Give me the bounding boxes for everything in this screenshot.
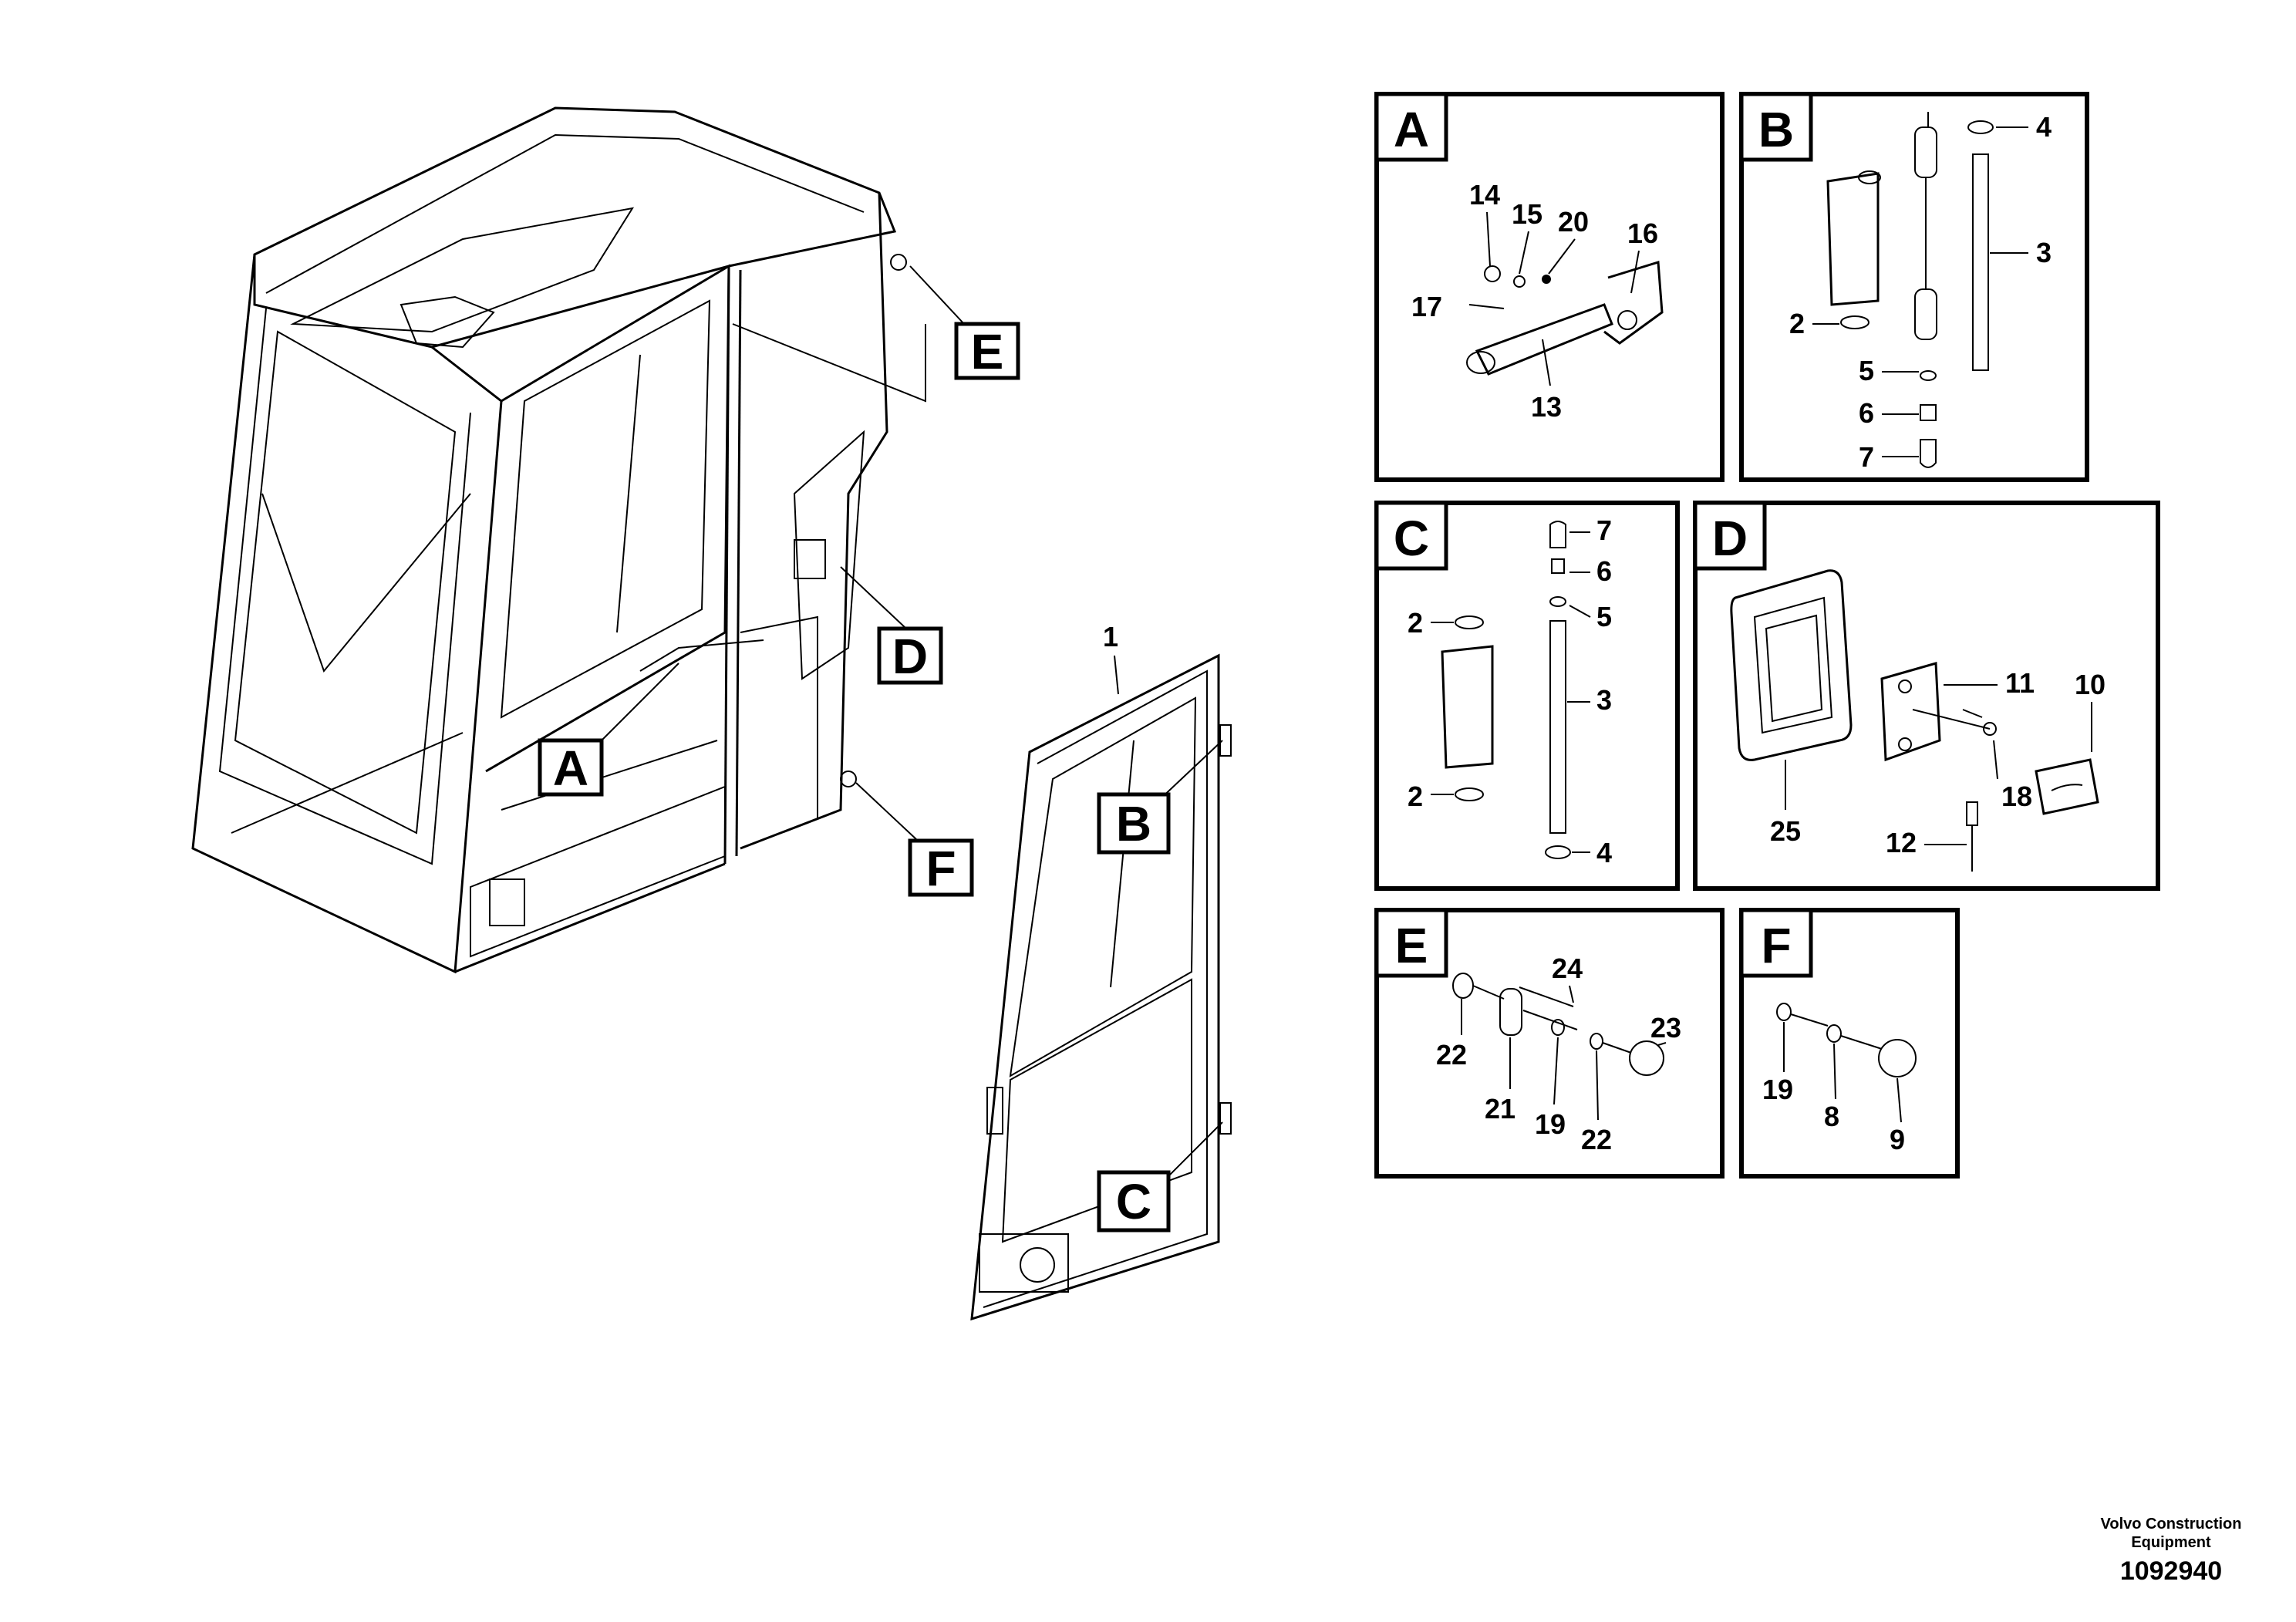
- part-number-label: 7: [1859, 441, 1874, 473]
- part-number-label: 18: [2001, 781, 2032, 812]
- callout-letter: B: [1116, 796, 1151, 851]
- callout-letter: D: [1712, 511, 1748, 566]
- detail-panel-C: C 7 6 2 5 3 2 4: [1374, 501, 1680, 891]
- callout-D[interactable]: D: [840, 566, 943, 685]
- part-number-label: 21: [1485, 1093, 1515, 1125]
- part-number-label: 12: [1886, 827, 1917, 858]
- callout-F[interactable]: F: [855, 782, 974, 897]
- callout-letter: E: [971, 324, 1004, 379]
- part-number-label: 4: [2036, 111, 2052, 143]
- part-number-label: 2: [1408, 781, 1423, 812]
- part-number-label: 14: [1469, 179, 1500, 211]
- callout-E[interactable]: E: [909, 265, 1020, 380]
- part-number-label: 2: [1789, 308, 1805, 339]
- part-number-label: 5: [1859, 355, 1874, 386]
- door-part-number: 1: [1103, 621, 1118, 653]
- part-number-label: 3: [2036, 237, 2052, 268]
- callout-A[interactable]: A: [538, 663, 679, 797]
- callout-letter: E: [1395, 918, 1428, 973]
- cab-assembly: [191, 106, 926, 974]
- detail-panel-F: F 19 8 9: [1739, 908, 1960, 1179]
- callout-letter: B: [1758, 102, 1794, 157]
- part-number-label: 5: [1596, 601, 1612, 632]
- part-number-label: 19: [1535, 1108, 1566, 1140]
- part-number-label: 4: [1596, 837, 1612, 868]
- part-number-label: 22: [1581, 1124, 1612, 1155]
- part-number-label: 7: [1596, 514, 1612, 546]
- callout-letter: F: [925, 841, 956, 896]
- detail-panel-B: B 4 3 2 5 6 7: [1739, 92, 2089, 482]
- part-number-label: 3: [1596, 684, 1612, 716]
- callout-letter: A: [553, 740, 588, 796]
- callout-B[interactable]: B: [1097, 740, 1223, 855]
- part-number-label: 22: [1436, 1039, 1467, 1071]
- part-number-label: 25: [1770, 815, 1801, 847]
- callout-letter: D: [892, 629, 928, 684]
- part-number-label: 6: [1859, 397, 1874, 429]
- drawing-number: 1092940: [2120, 1556, 2222, 1586]
- part-number-label: 9: [1890, 1124, 1905, 1155]
- detail-panel-D: D 11 10 18 25 12: [1693, 501, 2160, 891]
- part-number-label: 23: [1650, 1012, 1681, 1044]
- footer: Volvo Construction Equipment 1092940: [2101, 1516, 2242, 1586]
- part-number-label: 20: [1558, 206, 1589, 238]
- callout-letter: C: [1394, 511, 1429, 566]
- callout-letter: F: [1761, 918, 1791, 973]
- part-number-label: 11: [2005, 667, 2035, 699]
- company-name-line1: Volvo Construction: [2101, 1516, 2242, 1533]
- callout-letter: C: [1116, 1174, 1151, 1229]
- door-assembly: 1: [970, 621, 1232, 1321]
- part-number-label: 24: [1552, 953, 1583, 984]
- callout-letter: A: [1394, 102, 1429, 157]
- part-number-label: 2: [1408, 607, 1423, 639]
- part-number-label: 17: [1411, 291, 1442, 322]
- part-number-label: 10: [2075, 669, 2106, 700]
- detail-panel-E: E 24 23 22 21 19 22: [1374, 908, 1725, 1179]
- part-number-label: 13: [1531, 391, 1562, 423]
- part-number-label: 16: [1627, 218, 1658, 249]
- detail-panel-A: A 14 15 20 16 17 13: [1374, 92, 1725, 482]
- part-number-label: 6: [1596, 555, 1612, 587]
- part-number-label: 15: [1512, 198, 1542, 230]
- part-number-label: 19: [1762, 1074, 1793, 1105]
- part-number-label: 8: [1824, 1101, 1839, 1132]
- company-name-line2: Equipment: [2131, 1534, 2211, 1551]
- callout-C[interactable]: C: [1097, 1121, 1223, 1233]
